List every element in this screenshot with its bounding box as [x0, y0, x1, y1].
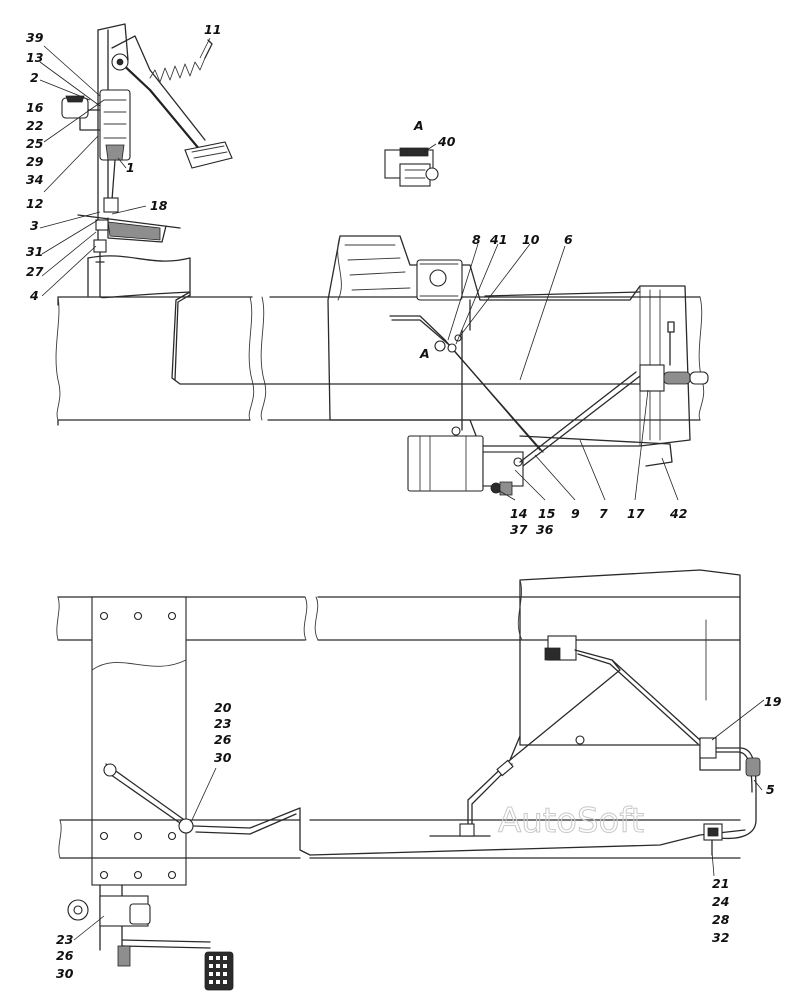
callout-27: 27	[26, 264, 44, 279]
callout-15: 15	[538, 506, 556, 521]
hydraulic-lines-top	[99, 261, 709, 467]
pedal-pad-grip	[209, 956, 227, 984]
lower-pedal-and-lines	[67, 649, 761, 991]
callout-26: 26	[214, 732, 232, 747]
callout-24: 24	[712, 894, 729, 909]
callout-9: 9	[571, 506, 580, 521]
callout-12: 12	[26, 196, 43, 211]
gearbox-assembly	[327, 235, 691, 496]
callout-10: 10	[522, 232, 540, 247]
callout-7: 7	[599, 506, 608, 521]
upper-frame-rail	[55, 255, 705, 426]
callout-41: 41	[489, 232, 507, 247]
lower-frame	[56, 569, 741, 886]
callout-30-lower: 30	[56, 966, 74, 981]
callout-23-lower: 23	[56, 932, 73, 947]
callout-5: 5	[766, 782, 775, 797]
callout-28: 28	[712, 912, 730, 927]
callout-20: 20	[214, 700, 232, 715]
callout-1: 1	[126, 160, 135, 175]
callout-19: 19	[764, 694, 782, 709]
callout-a-mark: A	[419, 346, 430, 361]
callout-31: 31	[26, 244, 43, 259]
callout-4: 4	[29, 288, 39, 303]
callout-2: 2	[30, 70, 39, 85]
callout-42: 42	[669, 506, 687, 521]
callout-labels: 39 13 2 16 22 25 29 34 12 3 31 27 4 11 1…	[26, 22, 782, 981]
callout-30: 30	[214, 750, 232, 765]
callout-11: 11	[204, 22, 221, 37]
callout-36: 36	[536, 522, 554, 537]
callout-22: 22	[26, 118, 43, 133]
watermark-text: AutoSoft	[498, 801, 644, 841]
callout-13: 13	[26, 50, 43, 65]
detail-view-a	[384, 147, 439, 187]
callout-14: 14	[510, 506, 527, 521]
callout-29: 29	[26, 154, 44, 169]
callout-16: 16	[26, 100, 44, 115]
callout-25: 25	[26, 136, 44, 151]
callout-18: 18	[150, 198, 168, 213]
callout-21: 21	[712, 876, 729, 891]
pedal-assembly	[61, 23, 233, 263]
callout-40: 40	[437, 134, 456, 149]
callout-37: 37	[510, 522, 528, 537]
callout-view-a: A	[413, 118, 424, 133]
callout-34: 34	[26, 172, 43, 187]
leader-lines	[39, 37, 765, 941]
callout-6: 6	[564, 232, 573, 247]
callout-8: 8	[472, 232, 481, 247]
callout-3: 3	[30, 218, 39, 233]
callout-23: 23	[214, 716, 231, 731]
callout-26-lower: 26	[56, 948, 74, 963]
callout-39: 39	[26, 30, 44, 45]
callout-17: 17	[627, 506, 645, 521]
callout-32: 32	[712, 930, 729, 945]
